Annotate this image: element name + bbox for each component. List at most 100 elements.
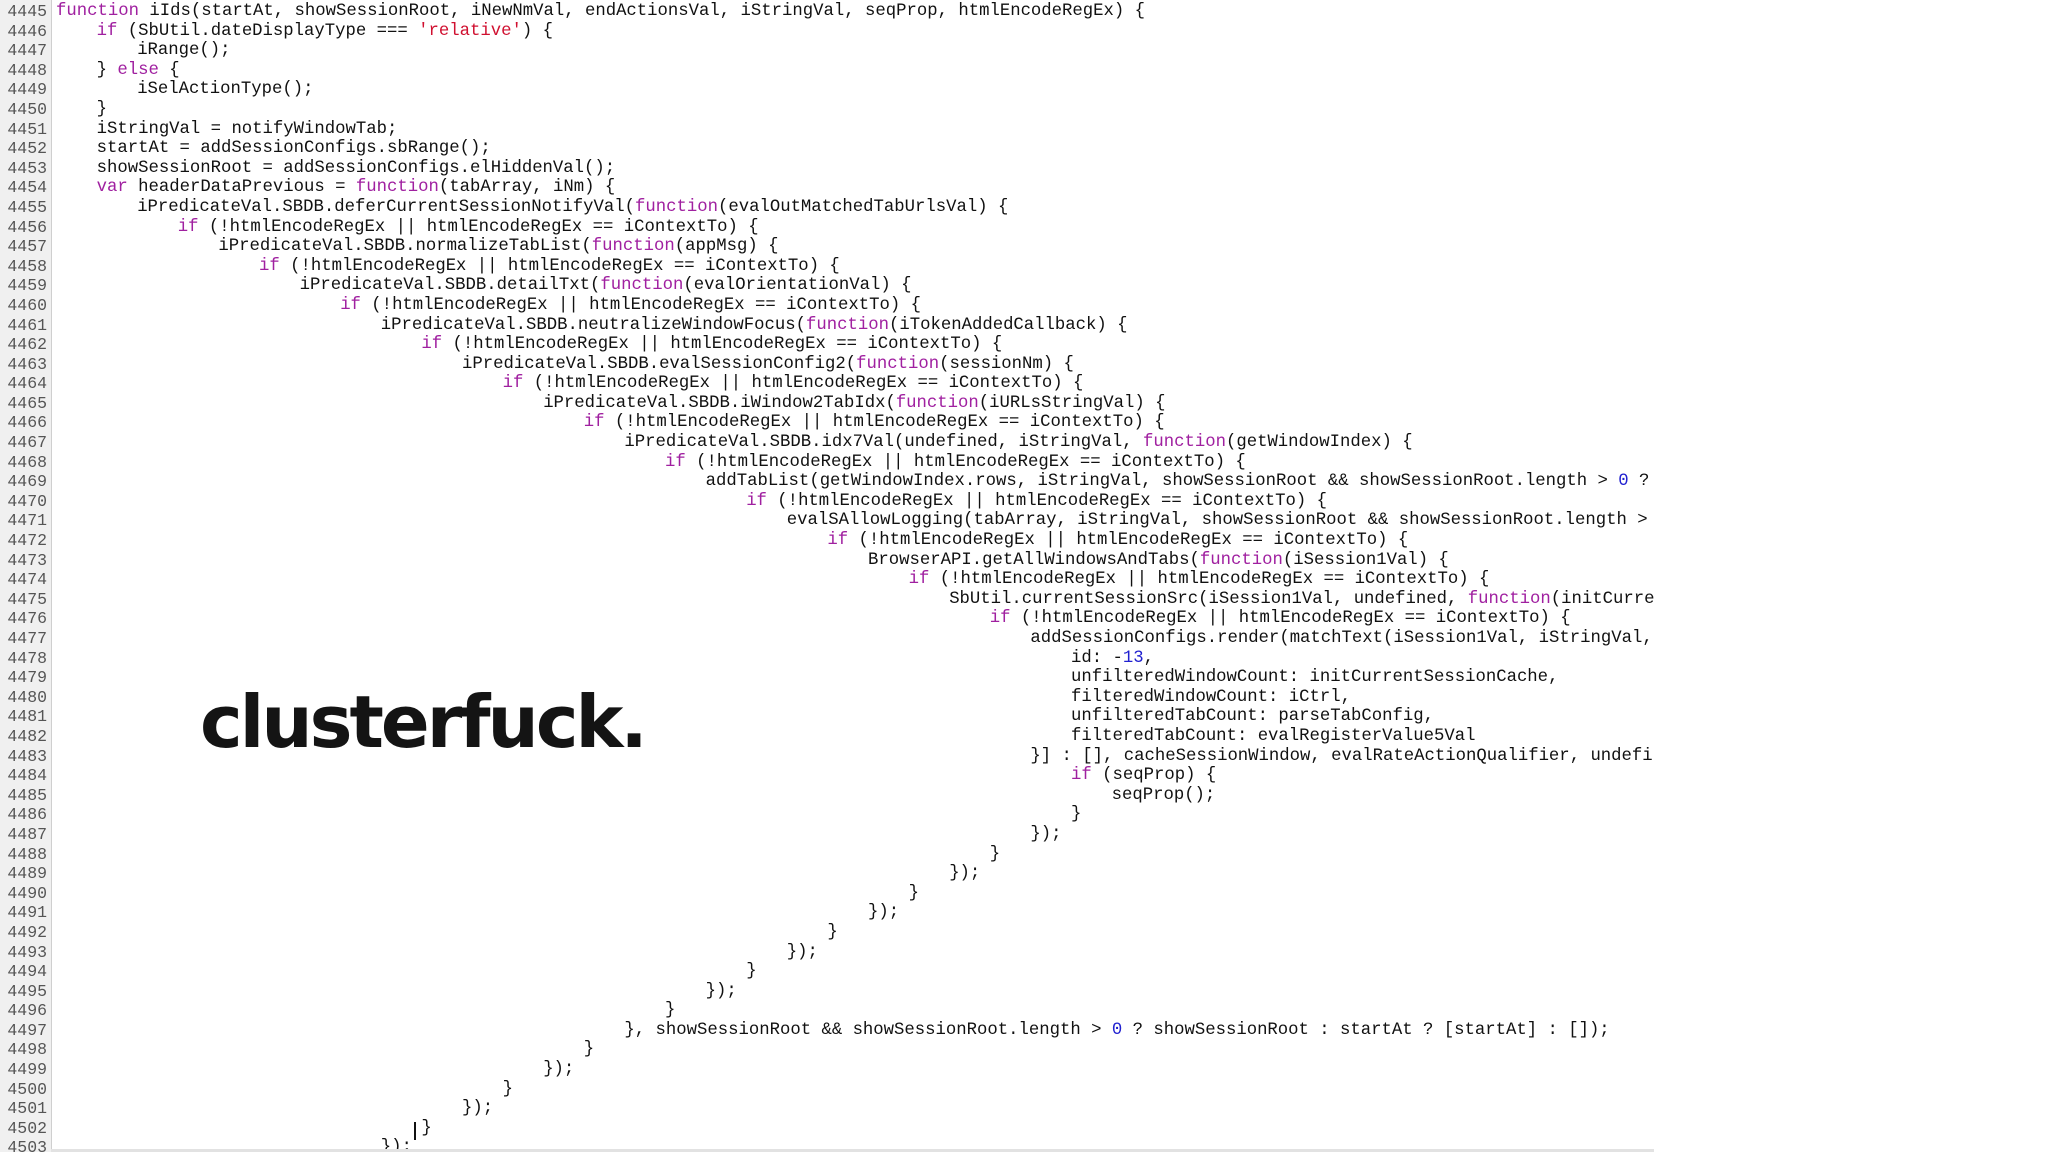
code-token: iContextTo [1354, 570, 1459, 590]
code-token: getWindowIndex [819, 472, 965, 492]
code-token: iPredicateVal [462, 354, 597, 374]
code-token: . [376, 139, 387, 159]
line-code: iRange(); [56, 41, 230, 61]
code-token: showSessionRoot [294, 2, 451, 21]
line-number: 4503 [7, 1138, 47, 1152]
code-token: } [96, 99, 107, 119]
code-token: . [1011, 589, 1022, 609]
line-code: var headerDataPrevious = function(tabArr… [56, 178, 616, 198]
code-token: , [1340, 687, 1352, 707]
code-token: startAt [201, 2, 274, 21]
code-line[interactable]: 4483}] : [], cacheSessionWindow, evalRat… [0, 747, 1654, 767]
code-token: htmlEncodeRegEx [1157, 570, 1314, 590]
code-line[interactable]: 4489}); [0, 864, 1654, 884]
code-line[interactable]: 4500} [0, 1080, 1654, 1100]
code-token: == [1313, 570, 1355, 590]
code-token: seqProp [1112, 766, 1186, 786]
code-line[interactable]: 4490} [0, 884, 1654, 904]
code-token: : - [1091, 648, 1123, 668]
code-line[interactable]: 4486} [0, 805, 1654, 825]
code-line[interactable]: 4448} else { [0, 61, 1654, 81]
code-line[interactable]: 4502} [0, 1119, 1654, 1139]
code-line[interactable]: 4495}); [0, 982, 1654, 1002]
line-code: if (seqProp) { [56, 766, 1216, 786]
code-token: evalSessionConfig2 [659, 354, 846, 374]
code-token: } [421, 1118, 432, 1138]
line-code: if (!htmlEncodeRegEx || htmlEncodeRegEx … [56, 492, 1327, 512]
code-token: showSessionRoot [655, 1020, 812, 1040]
line-code: iPredicateVal.SBDB.evalSessionConfig2(fu… [56, 355, 1074, 375]
code-token: htmlEncodeRegEx [1041, 609, 1198, 629]
code-token: appMsg [685, 237, 748, 257]
code-token: , [997, 433, 1019, 453]
line-number: 4480 [7, 687, 47, 707]
line-number: 4476 [7, 609, 47, 629]
code-line[interactable]: 4498} [0, 1040, 1654, 1060]
code-line[interactable]: 4488} [0, 845, 1654, 865]
line-number: 4499 [7, 1060, 47, 1080]
code-line[interactable]: 4493}); [0, 943, 1654, 963]
line-code: }); [56, 982, 737, 1002]
code-line[interactable]: 4492} [0, 923, 1654, 943]
line-code: if (!htmlEncodeRegEx || htmlEncodeRegEx … [56, 374, 1084, 394]
code-token: SBDB [282, 197, 324, 217]
code-line[interactable]: 4501}); [0, 1099, 1654, 1119]
code-token: ) { [1295, 491, 1327, 511]
line-number: 4485 [7, 785, 47, 805]
line-number: 4481 [7, 707, 47, 727]
code-token: initCurrentSe [1561, 589, 1654, 609]
code-line[interactable]: 4491}); [0, 903, 1654, 923]
code-token: (! [929, 570, 961, 590]
line-code: function iIds(startAt, showSessionRoot, … [56, 2, 1145, 22]
code-line[interactable]: 4496} [0, 1001, 1654, 1021]
code-line[interactable]: 4487}); [0, 825, 1654, 845]
code-token: iContextTo [948, 374, 1053, 394]
keyword: if [665, 452, 686, 472]
code-line[interactable]: 4450} [0, 100, 1654, 120]
code-token: evalOutMatchedTabUrlsVal [728, 197, 978, 217]
code-line[interactable]: 4503}); [0, 1138, 1654, 1152]
code-line[interactable]: 4499}); [0, 1060, 1654, 1080]
code-line[interactable]: 4497}, showSessionRoot && showSessionRoo… [0, 1021, 1654, 1041]
code-line[interactable]: 4494} [0, 962, 1654, 982]
